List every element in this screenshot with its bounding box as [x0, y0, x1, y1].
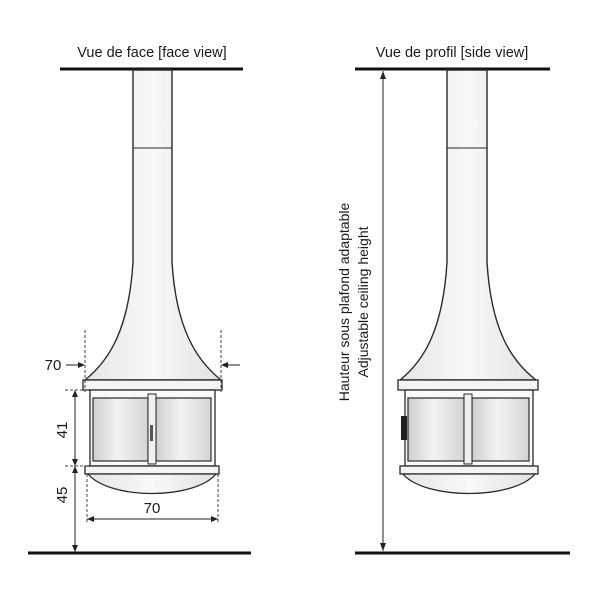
side-height-label-fr: Hauteur sous plafond adaptable	[336, 203, 352, 402]
side-base-rim	[399, 465, 539, 475]
front-bowl	[86, 473, 218, 495]
front-width-label: 70	[45, 357, 62, 374]
side-hood	[398, 69, 539, 381]
side-view-title: Vue de profil [side view]	[376, 45, 529, 61]
side-center-post	[463, 393, 473, 465]
front-hood	[83, 69, 223, 381]
side-top-rim	[397, 379, 539, 391]
side-bowl	[401, 473, 537, 495]
front-firebox-height-label: 41	[54, 422, 71, 439]
front-view-title: Vue de face [face view]	[77, 45, 226, 61]
front-view: Vue de face [face view] 70	[28, 45, 251, 555]
front-width-dimension: 70	[45, 330, 240, 392]
front-door-handle	[150, 425, 153, 441]
front-depth-dimension: 70	[86, 474, 219, 524]
side-height-dimension: Hauteur sous plafond adaptable Adjustabl…	[336, 71, 386, 551]
front-base-rim	[84, 465, 220, 475]
side-glass-left	[407, 397, 465, 462]
front-top-rim	[82, 379, 223, 391]
side-glass-right	[471, 397, 530, 462]
side-height-label-en: Adjustable ceiling height	[355, 226, 371, 377]
front-depth-label: 70	[144, 500, 161, 517]
side-handle	[401, 416, 407, 440]
front-height-dimensions: 41 45	[54, 389, 90, 553]
front-base-height-label: 45	[54, 487, 71, 504]
side-view: Vue de profil [side view] Hauteur sous p…	[336, 45, 570, 555]
front-glass-left	[92, 397, 149, 462]
front-glass-right	[155, 397, 212, 462]
